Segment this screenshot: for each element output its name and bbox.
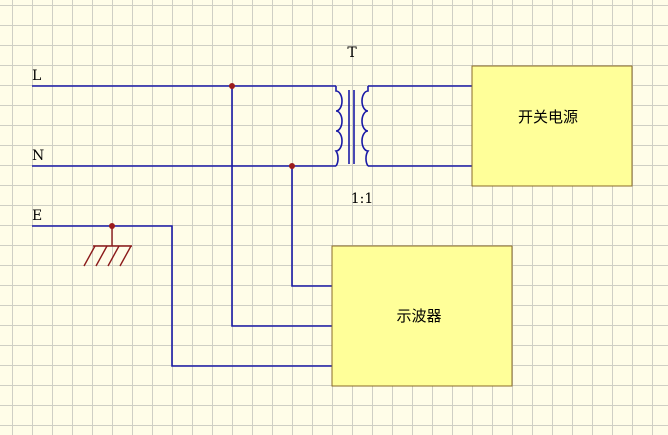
power-supply-box	[471, 65, 633, 187]
wire-E	[32, 225, 332, 367]
label-oscilloscope: 示波器	[396, 307, 441, 325]
transformer-symbol	[334, 86, 370, 167]
label-ratio: 1:1	[351, 191, 374, 207]
label-L: L	[32, 68, 41, 84]
junction-E	[109, 223, 115, 229]
junction-L	[229, 83, 235, 89]
primary-coil	[334, 86, 343, 167]
wire-N-to-scope	[291, 166, 332, 287]
label-E: E	[32, 208, 42, 224]
label-transformer: T	[347, 45, 357, 61]
ground-icon	[83, 226, 132, 267]
secondary-coil	[361, 86, 370, 167]
scope-wires	[231, 86, 332, 327]
wire-L-to-scope	[231, 86, 332, 327]
oscilloscope-box	[331, 245, 513, 387]
junctions	[109, 83, 295, 229]
label-power-supply: 开关电源	[518, 108, 578, 126]
label-N: N	[32, 148, 44, 164]
junction-N	[289, 163, 295, 169]
psu-wires	[368, 85, 472, 167]
input-wires	[32, 85, 336, 367]
